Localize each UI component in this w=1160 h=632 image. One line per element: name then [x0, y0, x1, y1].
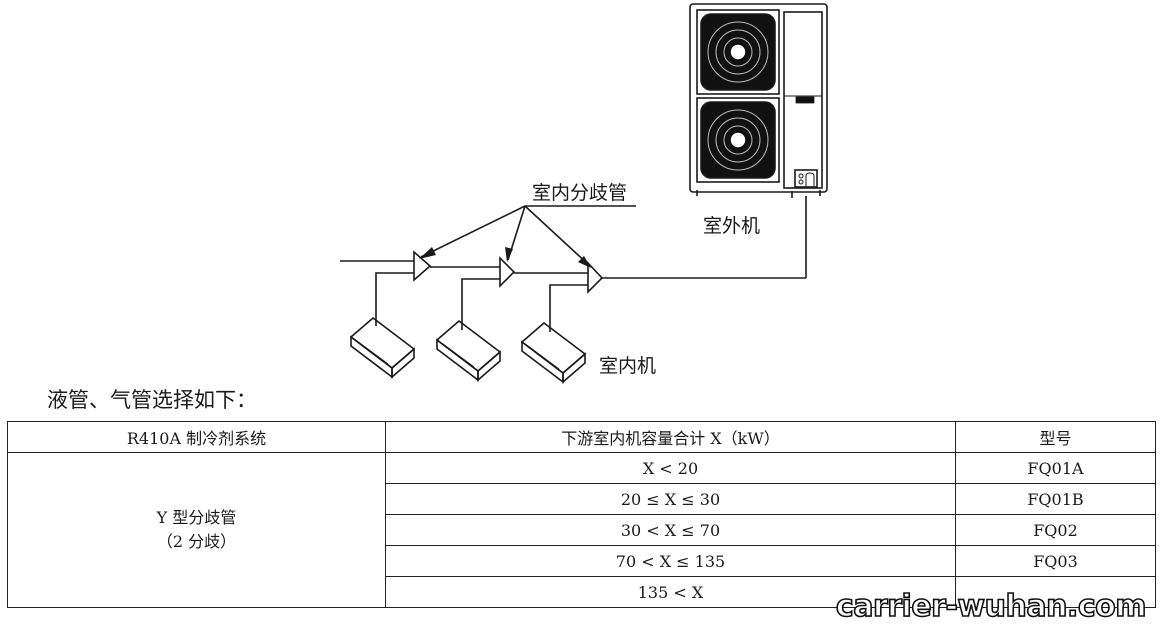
capacity-range-cell: 20 ≤ X ≤ 30 [385, 483, 956, 515]
capacity-range-cell: X < 20 [385, 452, 956, 484]
leader-arrowheads [419, 247, 591, 268]
capacity-range-cell: 30 < X ≤ 70 [385, 514, 956, 546]
table-row: Y 型分歧管 （2 分歧） X < 20 FQ01A [7, 452, 1156, 608]
header-refrigerant-system: R410A 制冷剂系统 [7, 421, 386, 453]
refrigerant-pipes [340, 196, 807, 332]
branch-joints [413, 250, 604, 294]
selection-caption: 液管、气管选择如下： [47, 388, 257, 412]
branch-type-line-1: Y 型分歧管 [156, 508, 237, 527]
model-cell: FQ01B [955, 483, 1156, 515]
branch-leader-lines [420, 205, 636, 267]
table-row: 135 < X [8, 576, 1156, 608]
model-cell: FQ02 [955, 514, 1156, 546]
model-cell [955, 576, 1156, 608]
piping-diagram [340, 3, 828, 384]
branch-type-line-2: （2 分歧） [156, 532, 237, 551]
fan-grille-top [700, 13, 776, 91]
branch-pipe-label: 室内分歧管 [532, 182, 628, 204]
model-cell: FQ03 [955, 545, 1156, 577]
capacity-range-cell: 70 < X ≤ 135 [385, 545, 956, 577]
indoor-unit-label: 室内机 [599, 355, 657, 377]
branch-type-cell: Y 型分歧管 （2 分歧） [7, 452, 386, 608]
indoor-unit-drawing-1 [349, 316, 416, 379]
fan-grille-bottom [700, 101, 776, 179]
table-row: 70 < X ≤ 135 FQ03 [8, 545, 1156, 577]
outdoor-unit-label: 室外机 [703, 215, 761, 237]
model-cell: FQ01A [955, 452, 1156, 484]
outdoor-unit-drawing [689, 3, 828, 198]
capacity-range-cell: 135 < X [385, 576, 956, 608]
header-capacity-range: 下游室内机容量合计 X（kW） [385, 421, 956, 453]
header-model: 型号 [955, 421, 1156, 453]
site-watermark: carrier-wuhan.com [835, 588, 1147, 625]
table-header-row: R410A 制冷剂系统 下游室内机容量合计 X（kW） 型号 [7, 421, 1156, 453]
indoor-unit-drawing-3 [520, 321, 587, 384]
branch-pipe-selection-table: R410A 制冷剂系统 下游室内机容量合计 X（kW） 型号 Y 型分歧管 （2… [7, 421, 1156, 608]
indoor-unit-drawing-2 [435, 319, 502, 382]
